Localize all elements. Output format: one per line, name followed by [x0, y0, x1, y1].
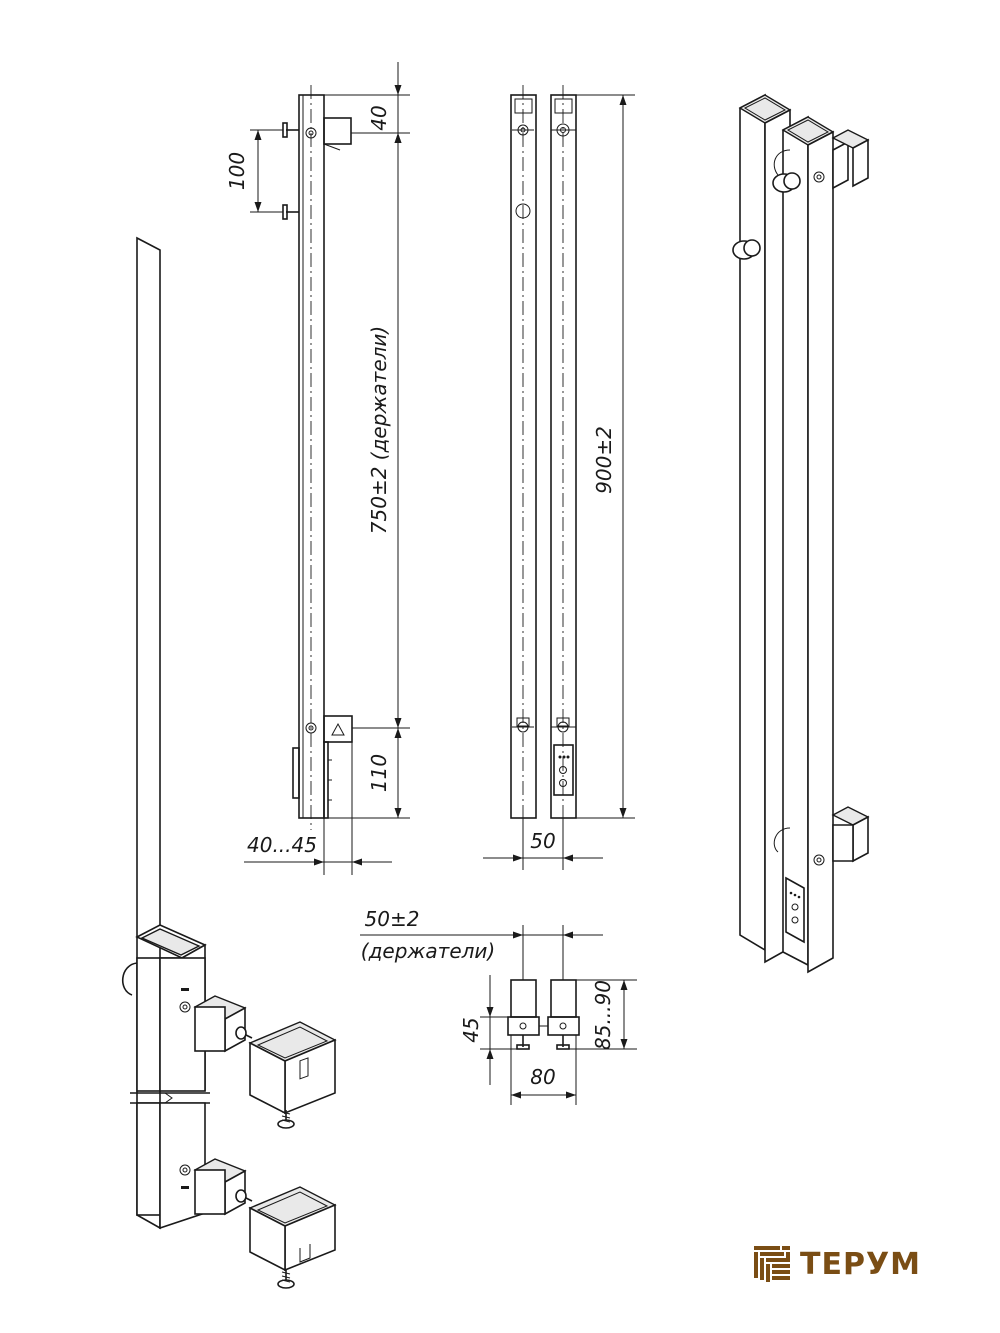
front-view-dimensions: 900±2 50 — [483, 94, 635, 870]
dim-bottom-offset: 110 — [367, 754, 391, 792]
terum-stripes-logo-icon — [754, 1246, 790, 1282]
dim-plan-holder-spacing: 50±2 — [365, 907, 420, 931]
dim-plan-depth-total: 85...90 — [591, 980, 615, 1050]
plan-view-dimensions: 50±2 (держатели) 45 85...90 80 — [360, 907, 637, 1105]
brand-name: ТЕРУМ — [800, 1246, 921, 1282]
dim-rail-width: 50 — [530, 829, 555, 853]
brand-logo: ТЕРУМ — [752, 1244, 921, 1284]
isometric-view — [732, 93, 870, 974]
dim-wall-gap: 40...45 — [247, 833, 317, 857]
dim-plan-depth-small: 45 — [459, 1017, 483, 1042]
plan-view — [507, 979, 580, 1050]
front-view — [510, 85, 577, 830]
mounting-detail — [122, 236, 337, 1289]
side-view — [282, 85, 353, 830]
dim-hook-spacing: 100 — [225, 152, 249, 190]
dim-top-offset: 40 — [367, 105, 391, 130]
side-view-dimensions: 40 100 750±2 (держатели) 110 40...45 — [225, 62, 410, 875]
dim-plan-width: 80 — [530, 1065, 555, 1089]
dim-holder-span: 750±2 (держатели) — [367, 326, 391, 534]
dim-overall-height: 900±2 — [592, 426, 616, 494]
dim-plan-holder-label: (держатели) — [361, 939, 495, 963]
